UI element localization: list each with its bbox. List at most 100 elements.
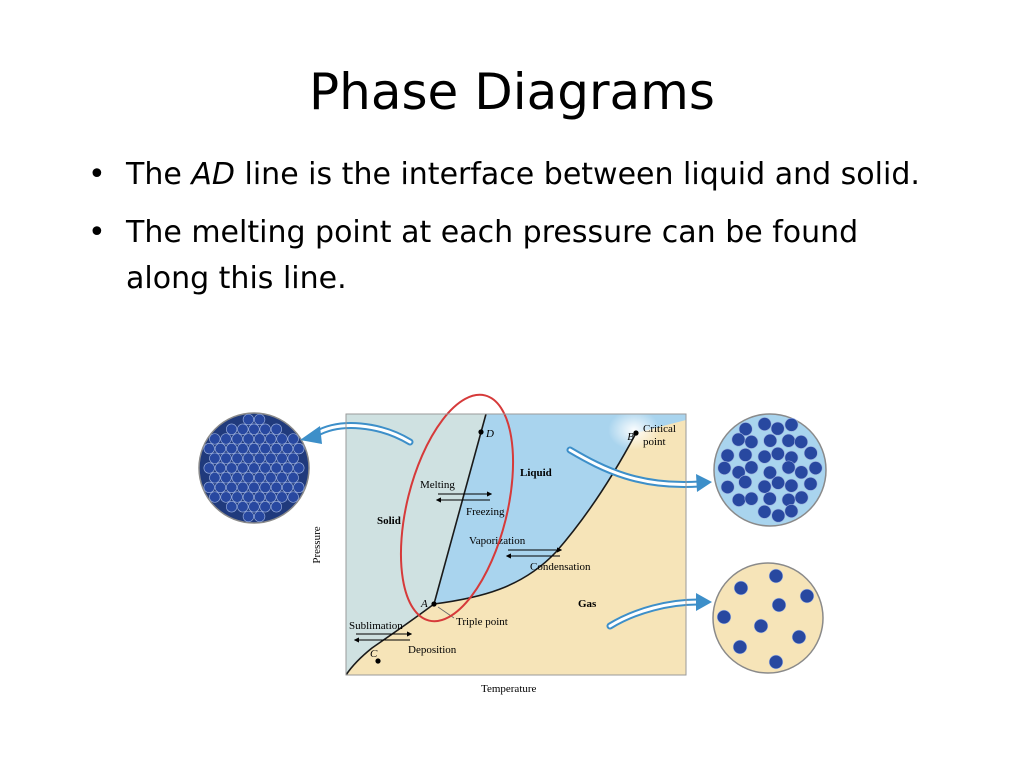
solid-particle [242, 472, 255, 484]
solid-particle [259, 481, 271, 493]
solid-particle [231, 433, 243, 445]
point-d-marker [478, 429, 484, 435]
solid-particle [248, 443, 260, 455]
gas-particle [768, 568, 784, 584]
critical-point-label: point [643, 436, 666, 448]
bullet-list: • The AD line is the interface between l… [88, 152, 948, 314]
critical-point-label: Critical [643, 423, 676, 435]
solid-particle [259, 423, 271, 435]
solid-particle [220, 433, 232, 445]
liquid-particle [757, 504, 772, 519]
solid-particle [237, 423, 249, 435]
solid-particle [270, 443, 283, 455]
melting-line-ad [433, 413, 487, 605]
solid-particle [237, 501, 249, 513]
solid-particle [231, 452, 243, 464]
solid-particle [287, 491, 299, 503]
solid-particle [287, 472, 299, 484]
solid-particle [253, 413, 266, 426]
solid-particle [225, 423, 238, 435]
y-axis-label: Pressure [311, 526, 323, 563]
solid-particle [253, 433, 266, 445]
deposition-label: Deposition [408, 644, 457, 656]
solid-particle [281, 481, 294, 493]
solid-particle [253, 491, 266, 503]
solid-particle [242, 433, 255, 445]
liquid-particle [784, 478, 799, 493]
plot-frame [345, 413, 687, 676]
solid-particle [265, 472, 277, 484]
solid-particle [209, 472, 221, 484]
condensation-label: Condensation [530, 561, 591, 573]
solid-particle [287, 433, 299, 445]
solid-label: Solid [377, 515, 401, 527]
solid-particle [225, 481, 238, 493]
liquid-particle [794, 490, 809, 505]
liquid-particle [794, 435, 809, 449]
solid-particle [276, 491, 288, 503]
gas-label: Gas [578, 598, 597, 610]
solid-particle [281, 443, 294, 455]
solid-particle [293, 462, 305, 474]
solid-particle [225, 443, 238, 455]
bullet-marker: • [88, 215, 106, 250]
liquid-particle [757, 417, 772, 431]
solid-particle [242, 491, 255, 503]
solid-particle [253, 452, 266, 464]
solid-particle [248, 501, 260, 513]
liquid-particle [784, 417, 799, 432]
melting-label: Melting [420, 479, 455, 491]
liquid-particle [731, 493, 746, 507]
solid-pointer-arrow [300, 422, 414, 446]
solid-region [346, 414, 486, 675]
liquid-particle [763, 433, 778, 448]
liquid-region [434, 414, 686, 604]
solid-particle [253, 472, 266, 484]
solid-particle [248, 423, 260, 435]
solid-particle [265, 491, 277, 503]
liquid-particle [738, 475, 753, 489]
solid-particle [248, 462, 260, 474]
liquid-particle [771, 475, 786, 490]
solid-particle [253, 510, 266, 523]
solid-particle [220, 491, 232, 503]
liquid-particle [757, 449, 772, 464]
liquid-particle [720, 448, 735, 463]
solid-particle [220, 452, 232, 464]
solid-particle [265, 452, 277, 464]
point-c-label: C [370, 648, 378, 660]
liquid-particle [744, 435, 759, 449]
liquid-particle [784, 504, 799, 518]
solid-particle [225, 501, 238, 513]
liquid-particle [808, 461, 823, 475]
point-c-marker [375, 658, 381, 664]
solid-particle [231, 491, 243, 503]
liquid-particle [738, 422, 753, 436]
solid-particle [276, 433, 288, 445]
gas-particles-circle [712, 562, 824, 674]
solid-particle [214, 462, 227, 474]
solid-particle [209, 452, 221, 464]
bullet-italic: AD [191, 157, 235, 192]
liquid-label: Liquid [520, 467, 552, 479]
liquid-particle [738, 447, 753, 462]
solid-particle [270, 481, 283, 493]
gas-particle [716, 609, 732, 625]
solid-particle [214, 443, 227, 455]
bullet-text: The melting point at each pressure can b… [126, 215, 859, 296]
x-axis-label: Temperature [481, 683, 537, 695]
liquid-particle [762, 491, 777, 506]
liquid-pointer-arrow [566, 446, 712, 492]
liquid-particle [757, 479, 772, 494]
solid-particle [276, 452, 288, 464]
gas-pointer-arrow [606, 593, 712, 630]
bullet-text: The [126, 157, 192, 192]
solid-particles-circle [198, 412, 310, 524]
ad-line-highlight [399, 393, 515, 623]
boundary-curve [345, 432, 637, 676]
solid-particle [270, 462, 283, 474]
liquid-particle [720, 480, 735, 494]
liquid-particle [770, 446, 785, 461]
gas-particle [771, 597, 787, 613]
